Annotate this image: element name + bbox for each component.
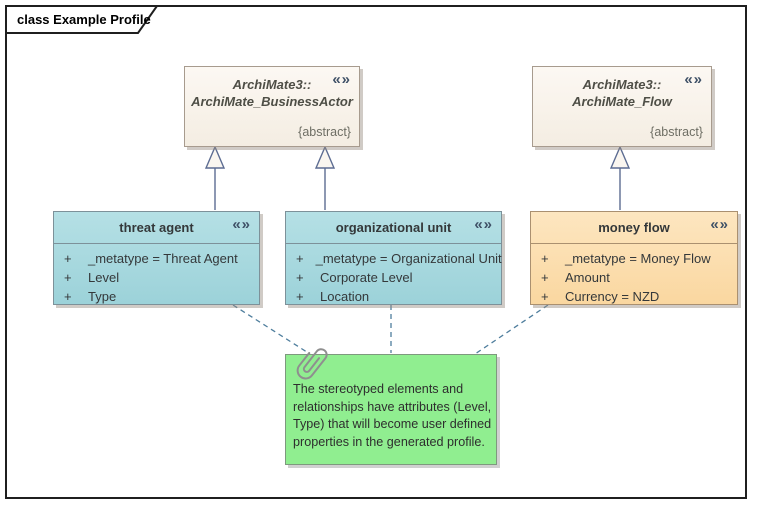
- stereotype-icon: «»: [332, 71, 351, 88]
- abstract-modifier: {abstract}: [298, 125, 351, 139]
- attribute-text: Type: [88, 289, 117, 304]
- connectors-layer: [204, 145, 631, 355]
- attribute-row[interactable]: + Type: [54, 287, 259, 306]
- visibility-marker: +: [541, 270, 549, 285]
- attribute-text: Currency = NZD: [565, 289, 660, 304]
- class-namespace: ArchiMate3::: [582, 77, 662, 92]
- class-name: ArchiMate_Flow: [572, 94, 672, 109]
- stereotype-icon: «»: [474, 216, 493, 233]
- stereotype-icon: «»: [684, 71, 703, 88]
- note-element[interactable]: The stereotyped elements and relationshi…: [285, 354, 497, 465]
- frame-tab-shape: [5, 5, 159, 34]
- generalization-connector-money-flow[interactable]: [609, 145, 631, 210]
- visibility-marker: +: [296, 270, 304, 285]
- visibility-marker: +: [541, 289, 549, 304]
- class-name: organizational unit: [335, 220, 452, 235]
- attribute-row[interactable]: + Amount: [531, 268, 737, 287]
- notelink-connector-money-flow[interactable]: [474, 304, 549, 355]
- diagram-frame: «» ArchiMate3:: ArchiMate_BusinessActor …: [5, 5, 747, 499]
- class-money-flow[interactable]: money flow «» + _metatype = Money Flow +…: [530, 211, 738, 305]
- notelink-connector-threat-agent[interactable]: [232, 304, 311, 355]
- generalization-connector-threat-agent[interactable]: [204, 145, 226, 210]
- visibility-marker: +: [541, 251, 549, 266]
- attribute-text: _metatype = Organizational Unit: [315, 251, 502, 266]
- attribute-text: Location: [320, 289, 370, 304]
- class-threat-agent[interactable]: threat agent «» + _metatype = Threat Age…: [53, 211, 260, 305]
- attribute-text: _metatype = Threat Agent: [88, 251, 238, 266]
- attribute-row[interactable]: + Currency = NZD: [531, 287, 737, 306]
- class-name: threat agent: [119, 220, 194, 235]
- class-name: ArchiMate_BusinessActor: [191, 94, 353, 109]
- attribute-row[interactable]: + Level: [54, 268, 259, 287]
- class-archimate-businessactor[interactable]: «» ArchiMate3:: ArchiMate_BusinessActor …: [184, 66, 360, 147]
- class-archimate-flow[interactable]: «» ArchiMate3:: ArchiMate_Flow {abstract…: [532, 66, 712, 147]
- attribute-row[interactable]: + _metatype = Money Flow: [531, 249, 737, 268]
- attribute-compartment: + _metatype = Organizational Unit + Corp…: [286, 244, 502, 306]
- diagram-title: class Example Profile: [17, 12, 151, 27]
- class-header: threat agent «»: [54, 212, 259, 244]
- class-name: money flow: [598, 220, 670, 235]
- attribute-text: Corporate Level: [320, 270, 413, 285]
- paperclip-icon: [296, 348, 328, 380]
- generalization-connector-organizational-unit[interactable]: [314, 145, 336, 210]
- attribute-row[interactable]: + _metatype = Organizational Unit: [286, 249, 502, 268]
- stereotype-icon: «»: [710, 216, 729, 233]
- attribute-compartment: + _metatype = Money Flow + Amount + Curr…: [531, 244, 737, 306]
- attribute-row[interactable]: + _metatype = Threat Agent: [54, 249, 259, 268]
- stereotype-icon: «»: [232, 216, 251, 233]
- visibility-marker: +: [64, 251, 72, 266]
- abstract-modifier: {abstract}: [650, 125, 703, 139]
- attribute-row[interactable]: + Location: [286, 287, 501, 306]
- class-organizational-unit[interactable]: organizational unit «» + _metatype = Org…: [285, 211, 502, 305]
- class-header: money flow «»: [531, 212, 737, 244]
- attribute-text: Level: [88, 270, 120, 285]
- visibility-marker: +: [296, 251, 304, 266]
- class-namespace: ArchiMate3::: [232, 77, 312, 92]
- note-text: The stereotyped elements and relationshi…: [293, 382, 492, 449]
- visibility-marker: +: [296, 289, 304, 304]
- attribute-text: _metatype = Money Flow: [565, 251, 711, 266]
- visibility-marker: +: [64, 289, 72, 304]
- class-header: organizational unit «»: [286, 212, 501, 244]
- attribute-row[interactable]: + Corporate Level: [286, 268, 501, 287]
- visibility-marker: +: [64, 270, 72, 285]
- attribute-text: Amount: [565, 270, 610, 285]
- attribute-compartment: + _metatype = Threat Agent + Level + Typ…: [54, 244, 259, 306]
- frame-label-tab: class Example Profile: [5, 5, 165, 35]
